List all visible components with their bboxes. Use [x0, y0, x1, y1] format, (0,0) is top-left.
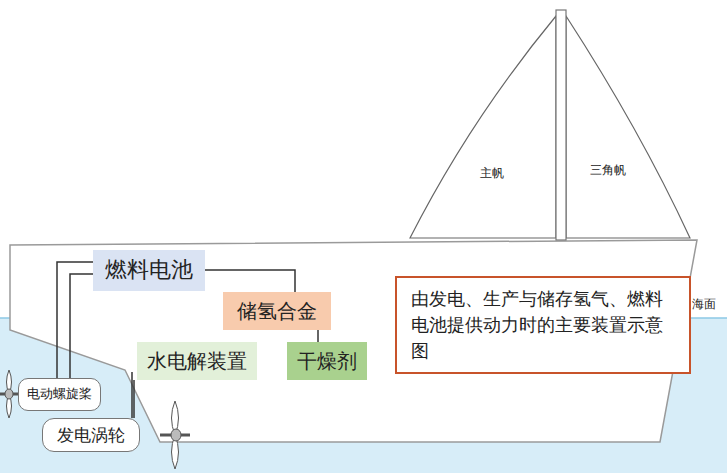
process-box: 燃料电池 [93, 250, 205, 291]
node-text: 水电解装置 [147, 348, 247, 374]
part-label: 三角帆 [590, 162, 626, 179]
propeller-symbol [0, 370, 18, 418]
node-text: 储氢合金 [237, 298, 317, 324]
hull [10, 240, 697, 442]
pipe-line [131, 372, 133, 418]
part-label: 海面 [692, 296, 716, 313]
caption-box: 由发电、生产与储存氢气、燃料电池提供动力时的主要装置示意图 [395, 276, 691, 374]
connector-line [133, 380, 135, 418]
part-label: 主帆 [480, 165, 504, 182]
storage-box: 储氢合金 [223, 292, 331, 330]
node-text: 发电涡轮 [57, 424, 125, 446]
node-text: 干燥剂 [297, 348, 357, 374]
node-text: 电动螺旋桨 [27, 386, 92, 403]
mast [556, 10, 566, 240]
connector-line [57, 262, 93, 378]
main-sail [410, 16, 556, 238]
turbine-box: 发电涡轮 [42, 418, 140, 452]
process-box: 水电解装置 [137, 342, 257, 380]
connector-line [317, 330, 319, 342]
node-text: 燃料电池 [105, 256, 193, 285]
process-box: 干燥剂 [287, 342, 367, 380]
propeller-box: 电动螺旋桨 [18, 378, 101, 411]
turbine-symbol [160, 401, 190, 469]
connector-line [205, 270, 295, 292]
pipe-line [70, 274, 93, 378]
jib-sail [566, 16, 690, 238]
node-text: 由发电、生产与储存氢气、燃料电池提供动力时的主要装置示意图 [411, 286, 675, 364]
